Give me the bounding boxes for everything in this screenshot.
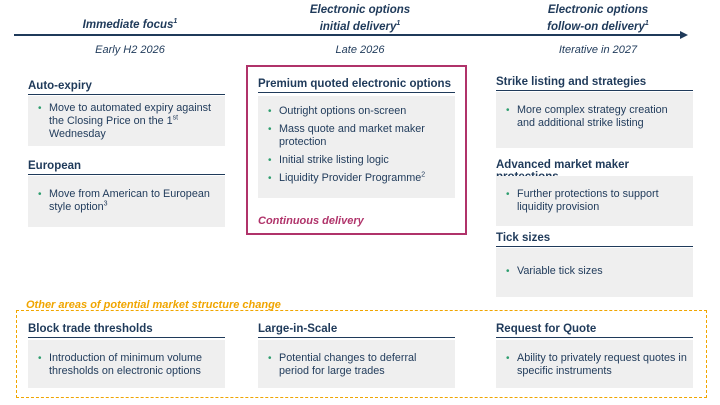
strike-listing-heading: Strike listing and strategies [496, 76, 693, 91]
large-in-scale-heading: Large-in-Scale [258, 323, 455, 338]
european-heading: European [28, 160, 225, 175]
strike-listing-panel: More complex strategy creation and addit… [496, 92, 693, 148]
advanced-mm-bullet: Further protections to support liquidity… [502, 188, 687, 214]
autoexpiry-panel: Move to automated expiry against the Clo… [28, 96, 225, 146]
phase-immediate-title: Immediate focus1 [82, 18, 178, 31]
european-bullet: Move from American to European style opt… [34, 188, 219, 214]
tick-sizes-heading: Tick sizes [496, 232, 693, 247]
premium-bullet: Liquidity Provider Programme2 [264, 171, 449, 185]
block-trade-panel: Introduction of minimum volume threshold… [28, 340, 225, 388]
autoexpiry-heading: Auto-expiry [28, 80, 225, 95]
strike-listing-bullet: More complex strategy creation and addit… [502, 104, 687, 130]
premium-bullet: Mass quote and market maker protection [264, 123, 449, 149]
premium-panel: Outright options on-screen Mass quote an… [258, 96, 455, 198]
phase-followon-date: Iterative in 2027 [558, 44, 638, 56]
phase-followon-title: Electronic options follow-on delivery1 [547, 4, 649, 33]
phase-initial-date: Late 2026 [335, 44, 385, 56]
other-areas-title: Other areas of potential market structur… [26, 299, 281, 311]
rfq-bullet: Ability to privately request quotes in s… [502, 352, 687, 378]
timeline-line [14, 34, 682, 36]
premium-bullet: Outright options on-screen [264, 105, 449, 118]
block-trade-bullet: Introduction of minimum volume threshold… [34, 352, 219, 378]
large-in-scale-panel: Potential changes to deferral period for… [258, 340, 455, 388]
premium-options-frame [246, 65, 467, 235]
phase-immediate-date: Early H2 2026 [95, 44, 165, 56]
european-panel: Move from American to European style opt… [28, 176, 225, 227]
advanced-mm-panel: Further protections to support liquidity… [496, 176, 693, 226]
tick-sizes-panel: Variable tick sizes [496, 248, 693, 297]
rfq-heading: Request for Quote [496, 323, 693, 338]
premium-heading: Premium quoted electronic options [258, 78, 455, 93]
phase-initial-title: Electronic options initial delivery1 [309, 4, 411, 33]
timeline-arrow-icon [680, 30, 688, 39]
other-areas-frame [16, 310, 707, 398]
autoexpiry-bullet: Move to automated expiry against the Clo… [34, 102, 219, 141]
rfq-panel: Ability to privately request quotes in s… [496, 340, 693, 388]
tick-sizes-bullet: Variable tick sizes [502, 265, 687, 278]
premium-bullet: Initial strike listing logic [264, 154, 449, 167]
block-trade-heading: Block trade thresholds [28, 323, 225, 338]
large-in-scale-bullet: Potential changes to deferral period for… [264, 352, 449, 378]
continuous-delivery-label: Continuous delivery [258, 215, 364, 227]
